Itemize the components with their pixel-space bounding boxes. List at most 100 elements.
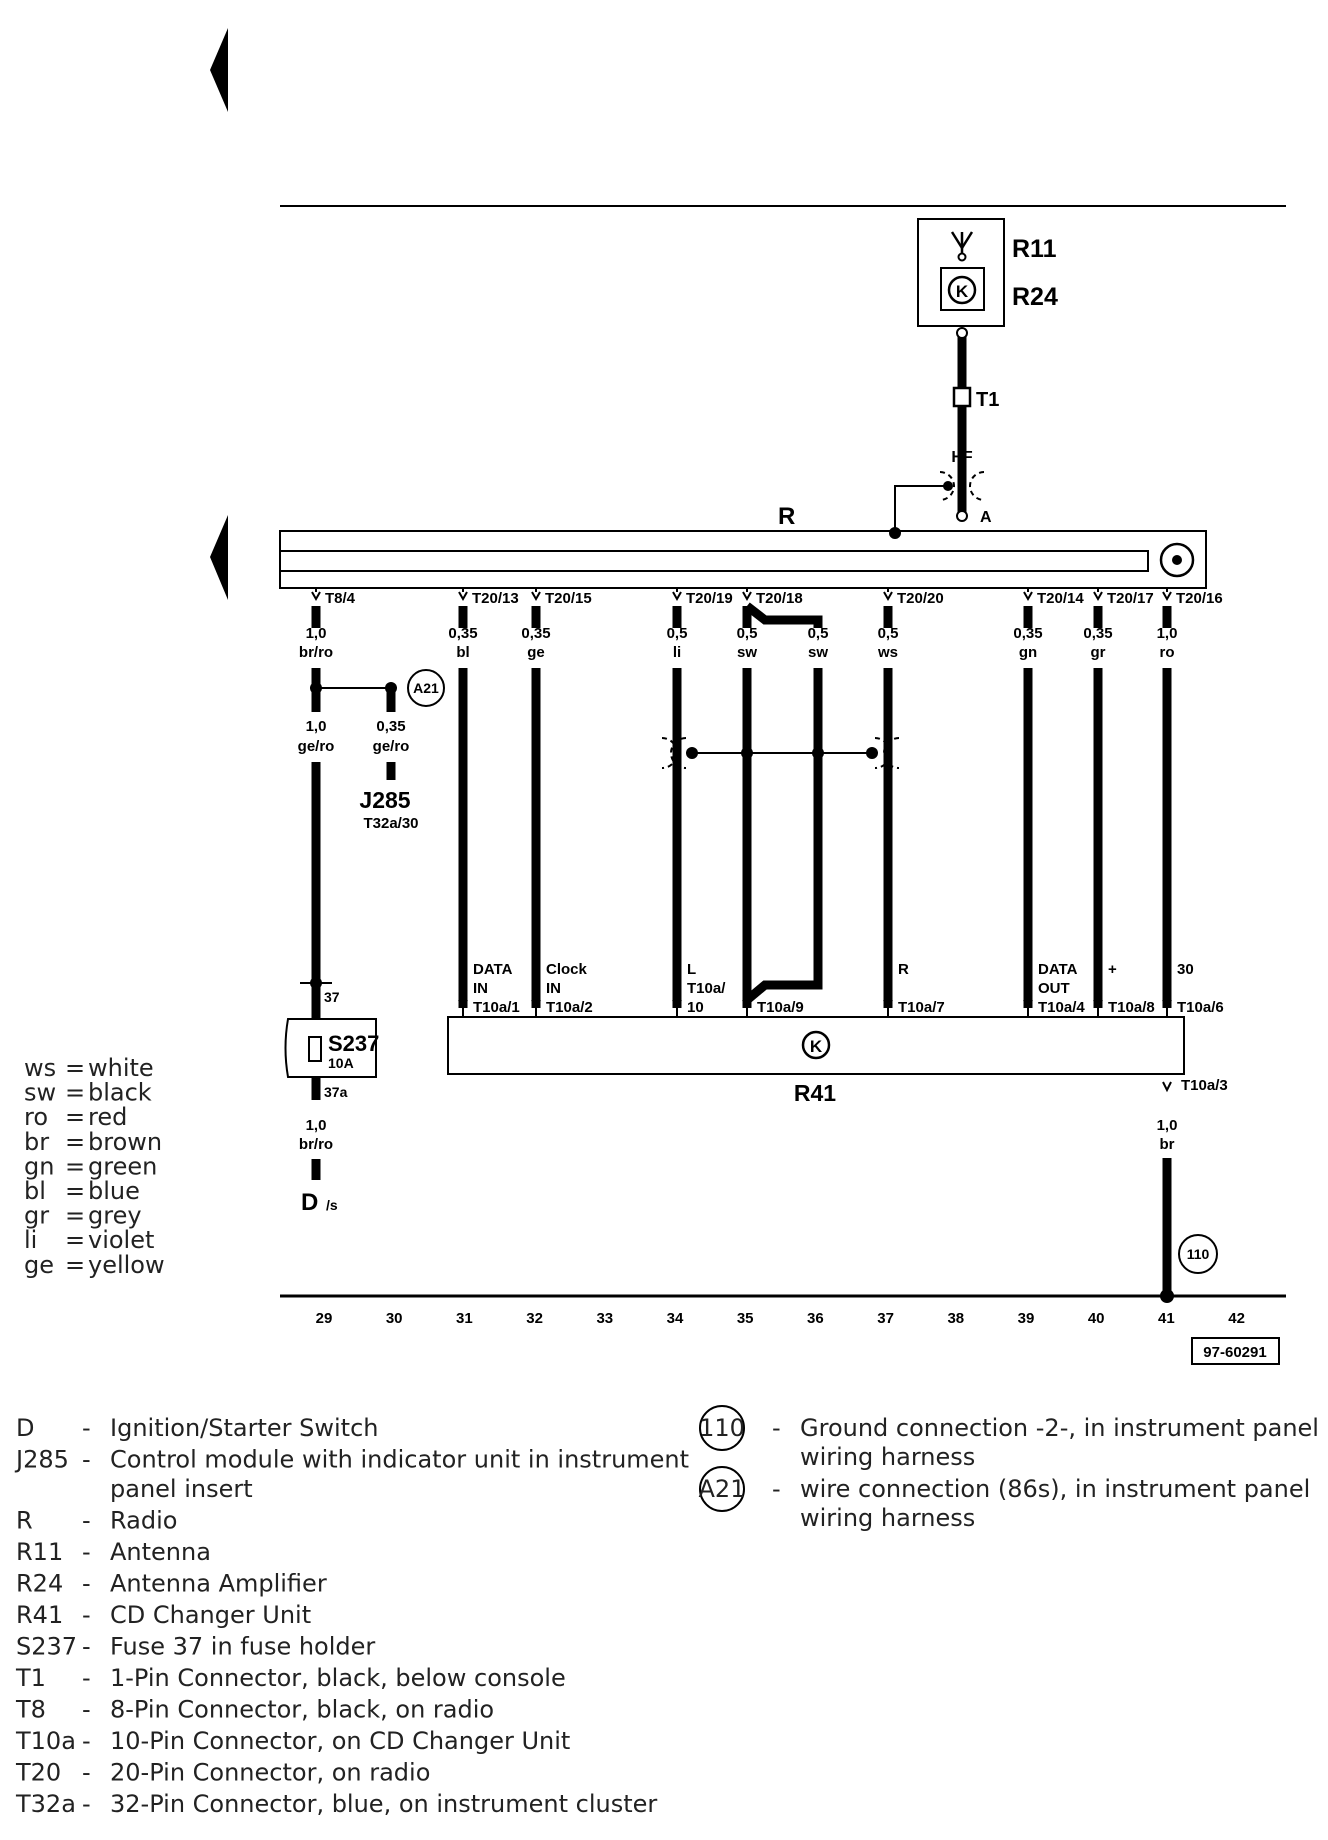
- svg-text:ge/ro: ge/ro: [373, 738, 410, 755]
- cd-changer-k-icon: [801, 1030, 831, 1060]
- color-name: green: [88, 1152, 157, 1180]
- color-code: ws: [24, 1054, 56, 1082]
- legend-code: T1: [15, 1664, 46, 1692]
- svg-text:T32a/30: T32a/30: [363, 815, 418, 832]
- cd-pin-sub: T10a/: [687, 980, 726, 997]
- cd-pin-sub: IN: [546, 980, 561, 997]
- wire-gauge: 0,35: [521, 625, 550, 642]
- symbol-badge: [699, 1466, 745, 1512]
- legend-desc: Antenna Amplifier: [110, 1570, 327, 1598]
- color-code: sw: [24, 1079, 56, 1107]
- ground-110-badge: [1178, 1234, 1218, 1274]
- track-number: 34: [667, 1310, 684, 1327]
- track-number: 31: [456, 1310, 473, 1327]
- symbol-desc: Ground connection -2-, in instrument pan…: [800, 1414, 1319, 1442]
- svg-text:/s: /s: [326, 1197, 338, 1213]
- legend-separator: -: [82, 1664, 91, 1692]
- color-name: yellow: [88, 1251, 165, 1279]
- amplifier-k-icon: [947, 275, 977, 305]
- legend-desc: CD Changer Unit: [110, 1601, 311, 1629]
- svg-text:A21: A21: [413, 680, 439, 696]
- wire-color: ro: [1160, 644, 1175, 661]
- track-number: 37: [877, 1310, 894, 1327]
- ref-code-box: [1191, 1337, 1280, 1365]
- svg-text:br/ro: br/ro: [299, 1136, 333, 1153]
- color-eq: =: [65, 1251, 85, 1279]
- pin-arrow-icon: [458, 591, 468, 602]
- radio-body: [279, 530, 1207, 589]
- legend-desc: Ignition/Starter Switch: [110, 1414, 379, 1442]
- wire-shield-b: [744, 668, 823, 1004]
- radio-pin-label: T20/16: [1176, 590, 1223, 607]
- color-name: red: [88, 1103, 127, 1131]
- legend-code: R: [16, 1507, 33, 1535]
- legend-desc: 32-Pin Connector, blue, on instrument cl…: [110, 1790, 657, 1818]
- cd-changer-body: [447, 1016, 1185, 1075]
- color-code: li: [24, 1226, 37, 1254]
- legend-separator: -: [82, 1446, 91, 1474]
- legend-desc: 8-Pin Connector, black, on radio: [110, 1696, 494, 1724]
- svg-text:110: 110: [1187, 1246, 1210, 1262]
- wire-gauge: 1,0: [1157, 625, 1178, 642]
- svg-text:S237: S237: [328, 1031, 379, 1056]
- track-number: 29: [316, 1310, 333, 1327]
- fuse-holder: [284, 1018, 377, 1078]
- color-name: black: [88, 1079, 152, 1107]
- legend-separator: -: [82, 1414, 91, 1442]
- cd-pin-sub: IN: [473, 980, 488, 997]
- color-name: violet: [88, 1226, 154, 1254]
- wire-color: gn: [1019, 644, 1037, 661]
- svg-text:97-60291: 97-60291: [1203, 1344, 1266, 1361]
- legend-code: S237: [16, 1633, 77, 1661]
- pin-arrow-icon: [311, 591, 321, 602]
- svg-text:D: D: [301, 1189, 318, 1216]
- cd-pin-label: T10a/6: [1177, 999, 1224, 1016]
- svg-text:HF: HF: [951, 449, 973, 466]
- legend-separator: -: [82, 1727, 91, 1755]
- prev-page-arrow-top[interactable]: [210, 28, 228, 112]
- pin-arrow-icon: [1093, 591, 1103, 602]
- legend-separator: -: [772, 1414, 781, 1442]
- track-number: 41: [1158, 1310, 1175, 1327]
- svg-text:R24: R24: [1012, 283, 1058, 311]
- svg-text:br: br: [1160, 1136, 1175, 1153]
- legend-separator: -: [82, 1507, 91, 1535]
- color-eq: =: [65, 1202, 85, 1230]
- track-number: 38: [947, 1310, 964, 1327]
- legend-separator: -: [82, 1538, 91, 1566]
- pin-arrow-icon: [883, 591, 893, 602]
- svg-text:1,0: 1,0: [306, 718, 327, 735]
- radio-pin-label: T20/17: [1107, 590, 1154, 607]
- color-code: br: [24, 1128, 49, 1156]
- pin-arrow-icon: [1162, 1081, 1172, 1093]
- color-code: gn: [24, 1152, 54, 1180]
- radio-pin-label: T20/13: [472, 590, 519, 607]
- svg-text:T1: T1: [976, 389, 999, 411]
- legend-code: T8: [15, 1696, 46, 1724]
- radio-pin-label: T20/14: [1037, 590, 1084, 607]
- svg-text:37: 37: [324, 989, 340, 1005]
- radio-pin-label: T20/19: [686, 590, 733, 607]
- svg-text:0,35: 0,35: [376, 718, 405, 735]
- symbol-code: A21: [699, 1475, 746, 1503]
- svg-text:10A: 10A: [328, 1055, 354, 1071]
- wire-gauge: 0,5: [737, 625, 758, 642]
- antenna-box: [917, 218, 1005, 327]
- cd-pin-label: T10a/4: [1038, 999, 1085, 1016]
- cd-pin-name: DATA: [1038, 961, 1078, 978]
- cd-pin-label: T10a/9: [757, 999, 804, 1016]
- radio-pin-label: T20/20: [897, 590, 944, 607]
- prev-page-arrow-mid[interactable]: [210, 515, 228, 600]
- legend-code: R11: [16, 1538, 63, 1566]
- legend-separator: -: [82, 1633, 91, 1661]
- wire-color: bl: [456, 644, 469, 661]
- svg-text:1,0: 1,0: [306, 1117, 327, 1134]
- svg-text:K: K: [810, 1037, 823, 1056]
- color-eq: =: [65, 1226, 85, 1254]
- cd-pin-name: 30: [1177, 961, 1194, 978]
- radio-pin-label: T8/4: [325, 590, 356, 607]
- amplifier-box: [940, 267, 985, 311]
- track-number: 39: [1018, 1310, 1035, 1327]
